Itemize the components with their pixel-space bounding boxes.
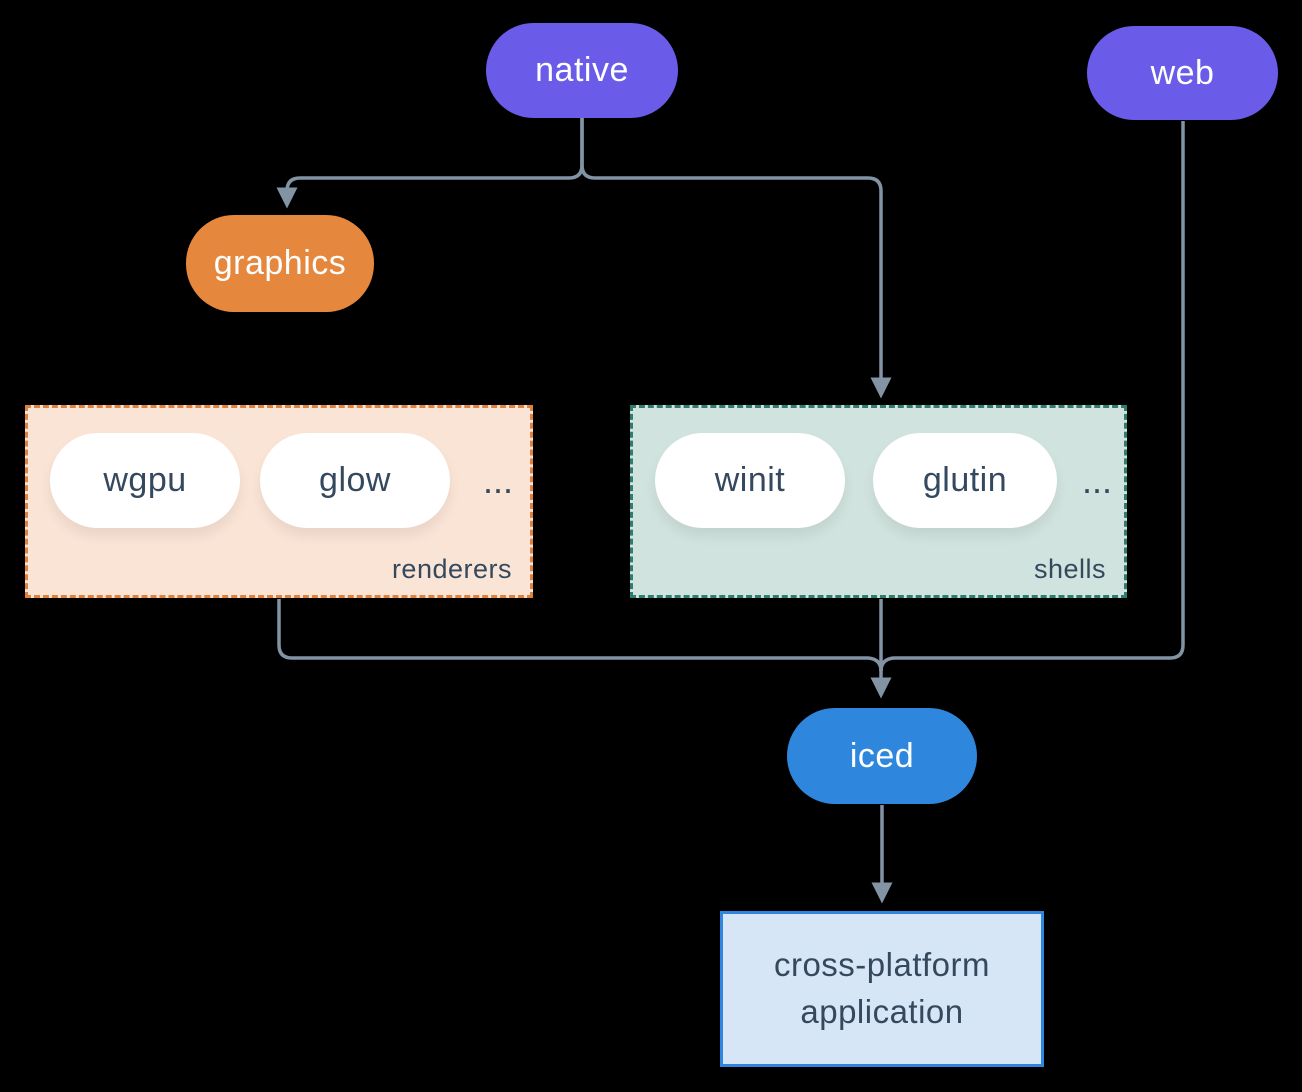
node-wgpu-label: wgpu bbox=[103, 461, 187, 499]
node-iced: iced bbox=[787, 708, 977, 804]
node-winit: winit bbox=[655, 433, 845, 528]
node-native: native bbox=[486, 23, 678, 118]
arrow-native-to-graphics bbox=[276, 117, 584, 209]
node-glutin-label: glutin bbox=[922, 461, 1008, 499]
application-label-line1: cross-platform bbox=[773, 946, 991, 984]
node-application: cross-platform application bbox=[720, 911, 1044, 1067]
node-native-label: native bbox=[535, 51, 629, 89]
node-winit-label: winit bbox=[714, 461, 786, 499]
group-label-shells: shells bbox=[1033, 554, 1106, 584]
node-graphics-label: graphics bbox=[213, 244, 347, 282]
arrow-native-to-shells bbox=[580, 117, 892, 399]
group-renderers: wgpu glow ... renderers bbox=[25, 405, 533, 598]
node-glow: glow bbox=[260, 433, 450, 528]
node-glow-label: glow bbox=[319, 461, 391, 499]
node-web: web bbox=[1087, 26, 1278, 120]
node-graphics: graphics bbox=[186, 215, 374, 312]
group-label-renderers: renderers bbox=[391, 554, 512, 584]
node-glutin: glutin bbox=[873, 433, 1057, 528]
renderers-ellipsis: ... bbox=[482, 459, 513, 501]
node-web-label: web bbox=[1150, 53, 1215, 92]
line-renderers-to-junction bbox=[277, 599, 883, 672]
shells-ellipsis: ... bbox=[1081, 459, 1112, 501]
node-iced-label: iced bbox=[849, 736, 915, 775]
group-shells: winit glutin ... shells bbox=[630, 405, 1127, 598]
application-label-line2: application bbox=[800, 993, 964, 1030]
node-wgpu: wgpu bbox=[50, 433, 240, 528]
